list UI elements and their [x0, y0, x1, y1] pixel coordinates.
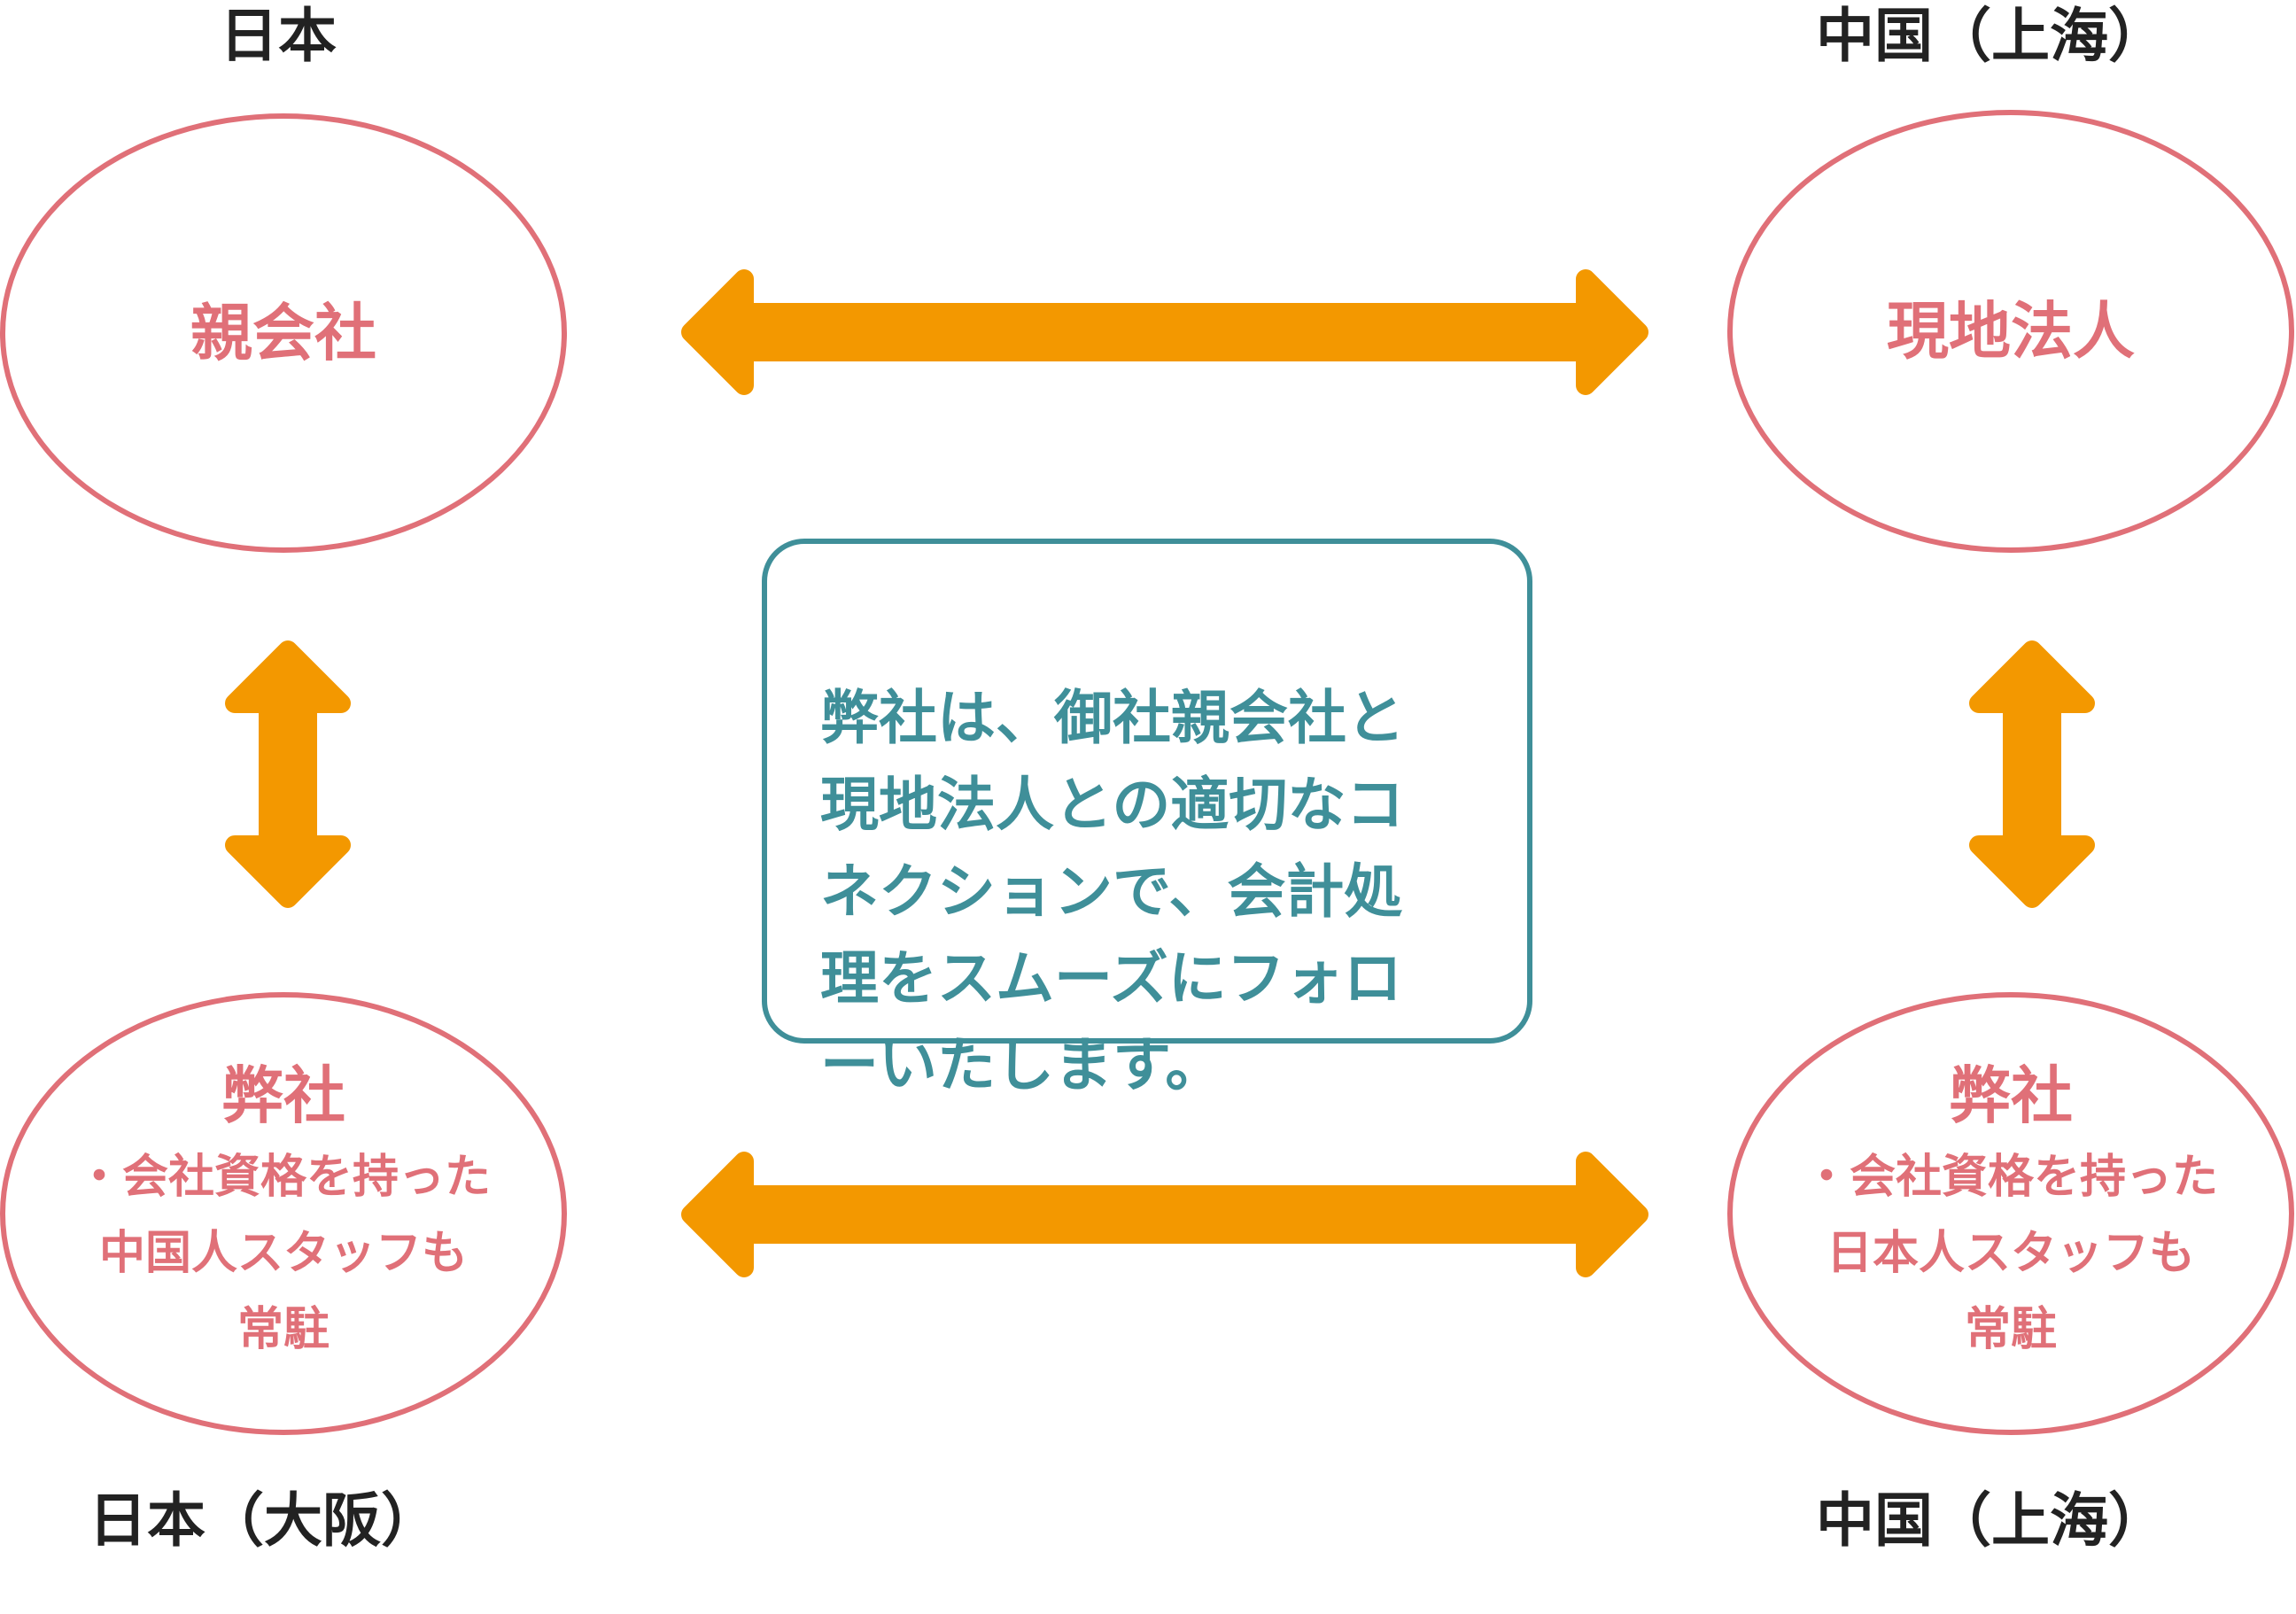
arrow-left-vertical — [225, 640, 351, 908]
arrow-top-horizontal-shape — [681, 269, 1648, 395]
node-our-company-china: 弊社 ・会社資格を持った 日本人スタッフも 常駐 — [1727, 992, 2294, 1435]
node-parent-company: 親会社 — [0, 113, 567, 553]
arrow-bottom-horizontal-shape — [681, 1152, 1648, 1277]
node-our-company-japan-title: 弊社 — [221, 1059, 345, 1133]
node-our-company-china-detail: ・会社資格を持った 日本人スタッフも 常駐 — [1803, 1151, 2218, 1356]
arrow-bottom-horizontal — [681, 1152, 1648, 1277]
node-our-company-china-title: 弊社 — [1949, 1059, 2073, 1133]
region-label-osaka: 日本（大阪） — [89, 1486, 439, 1555]
arrow-top-horizontal — [681, 269, 1648, 395]
region-label-shanghai-bottom: 中国（上海） — [1816, 1486, 2167, 1555]
center-message-text: 弊社は、御社親会社と 現地法人との適切なコ ネクションで、会計処 理をスムーズに… — [820, 684, 1405, 1099]
arrow-left-vertical-shape — [225, 640, 351, 908]
node-local-subsidiary: 現地法人 — [1727, 110, 2294, 553]
node-our-company-japan: 弊社 ・会社資格を持った 中国人スタッフも 常駐 — [0, 992, 567, 1435]
node-parent-company-title: 親会社 — [190, 297, 376, 369]
node-local-subsidiary-title: 現地法人 — [1887, 295, 2135, 368]
node-our-company-japan-detail: ・会社資格を持った 中国人スタッフも 常駐 — [75, 1151, 491, 1356]
center-message-box: 弊社は、御社親会社と 現地法人との適切なコ ネクションで、会計処 理をスムーズに… — [762, 539, 1532, 1099]
arrow-right-vertical-shape — [1969, 640, 2095, 908]
region-label-japan: 日本 — [220, 2, 337, 70]
region-label-shanghai-top: 中国（上海） — [1816, 2, 2167, 70]
arrow-right-vertical — [1969, 640, 2095, 908]
